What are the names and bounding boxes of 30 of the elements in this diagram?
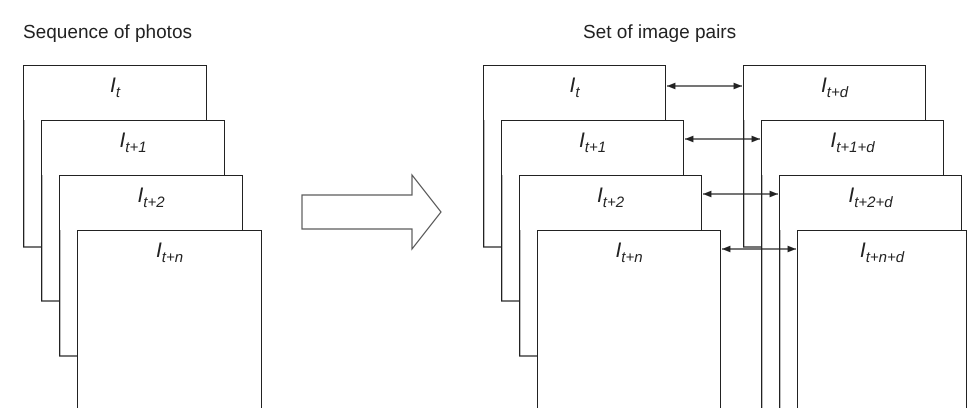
image-label: I$_{t}$ [108, 74, 122, 102]
image-frame [779, 175, 962, 230]
image-label: I$_{t+2}$ [136, 184, 166, 212]
image-label: I$_{t+d}$ [820, 74, 850, 102]
image-frame [41, 120, 225, 175]
image-frame [483, 65, 666, 120]
image-label: I$_{t+1}$ [578, 129, 608, 156]
double-arrow [685, 136, 760, 142]
image-frame [797, 230, 967, 408]
image-frame [761, 120, 944, 175]
image-label: I$_{t+1+d}$ [829, 129, 876, 156]
image-label: I$_{t+n}$ [614, 239, 644, 266]
double-arrow [722, 246, 796, 252]
image-frame [743, 65, 926, 120]
double-arrow [703, 190, 778, 198]
image-frame [77, 230, 262, 408]
image-frame [519, 175, 702, 230]
image-frame [23, 65, 207, 120]
image-frame [59, 175, 243, 230]
image-label: I$_{t}$ [568, 74, 581, 102]
image-label: I$_{t+2+d}$ [847, 184, 894, 212]
image-label: I$_{t+n+d}$ [858, 239, 906, 266]
image-frame [501, 120, 684, 175]
image-label: I$_{t+n}$ [154, 239, 184, 266]
image-label: I$_{t+2}$ [596, 184, 626, 212]
image-label: I$_{t+1}$ [118, 129, 148, 156]
double-arrow [667, 82, 742, 90]
heading: Sequence of photos [23, 22, 192, 44]
image-frame [537, 230, 721, 408]
heading: Set of image pairs [583, 22, 736, 44]
